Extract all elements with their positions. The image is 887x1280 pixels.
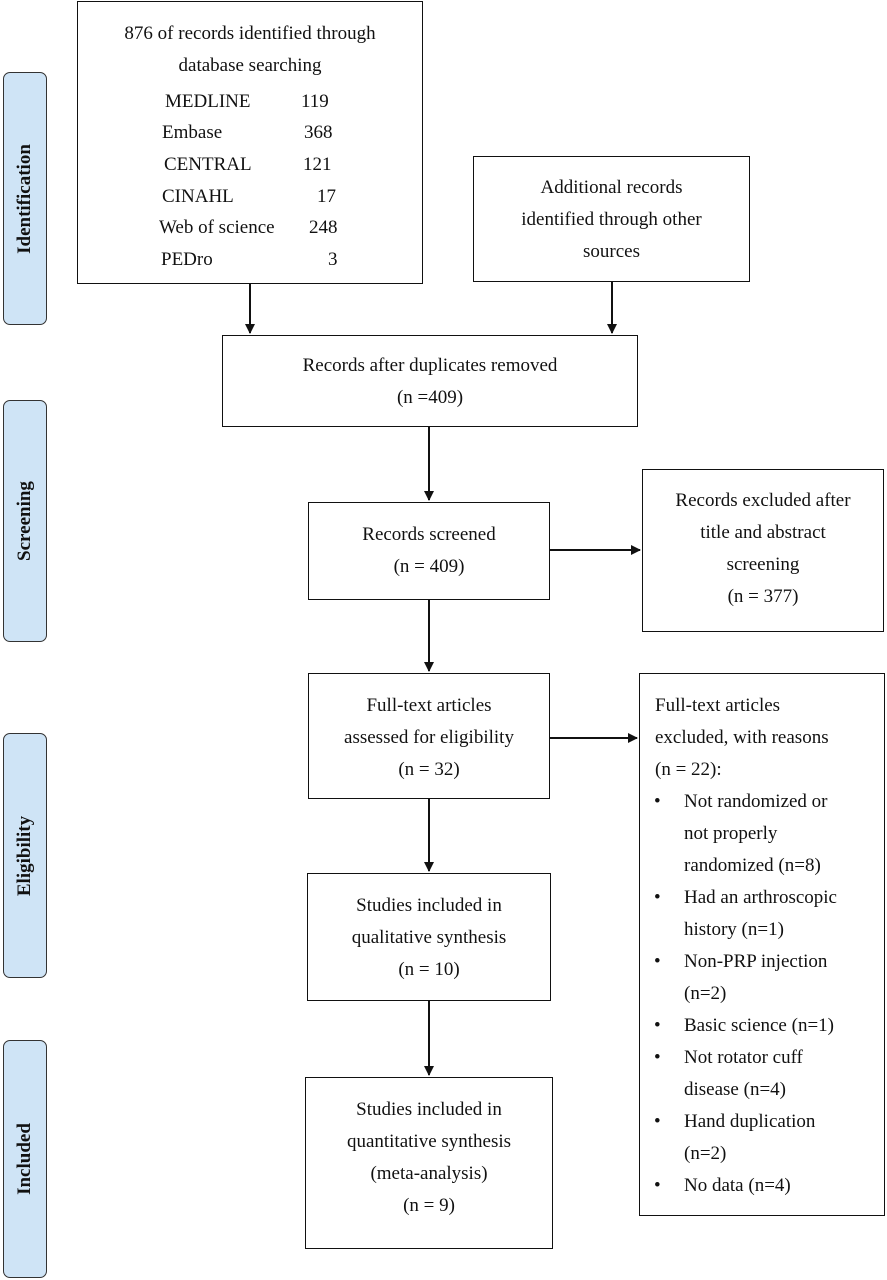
reason-text: not properly bbox=[684, 823, 778, 844]
stage-eligibility-label: Eligibility bbox=[14, 815, 35, 896]
list-item: • Not randomized or not properly randomi… bbox=[640, 786, 884, 882]
source-count: 248 bbox=[309, 217, 338, 238]
exclusion-reasons-list: • Not randomized or not properly randomi… bbox=[640, 786, 884, 1202]
source-count: 121 bbox=[303, 154, 332, 175]
bullet-icon: • bbox=[654, 1111, 661, 1132]
bullet-icon: • bbox=[654, 1015, 661, 1036]
list-item: • Basic science (n=1) bbox=[640, 1010, 884, 1042]
stage-eligibility: Eligibility bbox=[3, 733, 47, 978]
reason-text: disease (n=4) bbox=[684, 1079, 786, 1100]
reason-text: randomized (n=8) bbox=[684, 855, 821, 876]
screened-line1: Records screened bbox=[362, 524, 496, 545]
reason-text: Basic science (n=1) bbox=[684, 1015, 834, 1036]
stage-identification: Identification bbox=[3, 72, 47, 325]
stage-screening-label: Screening bbox=[14, 481, 35, 561]
additional-line1: Additional records bbox=[540, 177, 683, 198]
qualitative-line1: Studies included in bbox=[356, 895, 502, 916]
bullet-icon: • bbox=[654, 791, 661, 812]
excluded-screening-line3: screening bbox=[726, 554, 800, 575]
reason-text: Not randomized or bbox=[684, 791, 828, 812]
source-name: Embase bbox=[162, 122, 223, 143]
list-item: • Not rotator cuff disease (n=4) bbox=[640, 1042, 884, 1106]
duplicates-count: (n =409) bbox=[396, 387, 464, 408]
quantitative-count: (n = 9) bbox=[403, 1195, 455, 1216]
qualitative-synthesis-box: Studies included in qualitative synthesi… bbox=[307, 873, 551, 1001]
identified-line2: database searching bbox=[178, 55, 322, 76]
list-item: • Hand duplication (n=2) bbox=[640, 1106, 884, 1170]
excluded-fulltext-box: Full-text articles excluded, with reason… bbox=[639, 673, 885, 1216]
identified-records-box: 876 of records identified through databa… bbox=[77, 1, 423, 284]
duplicates-line1: Records after duplicates removed bbox=[302, 355, 558, 376]
excluded-screening-count: (n = 377) bbox=[727, 586, 799, 607]
stage-identification-label: Identification bbox=[14, 143, 35, 254]
excluded-fulltext-count: (n = 22): bbox=[655, 759, 722, 780]
qualitative-count: (n = 10) bbox=[398, 959, 460, 980]
excluded-fulltext-line1: Full-text articles bbox=[655, 695, 781, 716]
fulltext-line1: Full-text articles bbox=[366, 695, 492, 716]
bullet-icon: • bbox=[654, 1047, 661, 1068]
source-count: 3 bbox=[328, 249, 338, 270]
reason-text: Hand duplication bbox=[684, 1111, 816, 1132]
additional-line3: sources bbox=[583, 241, 640, 262]
excluded-fulltext-line2: excluded, with reasons bbox=[655, 727, 829, 748]
stage-included-label: Included bbox=[14, 1123, 35, 1195]
duplicates-removed-box: Records after duplicates removed (n =409… bbox=[222, 335, 638, 427]
source-name: Web of science bbox=[159, 217, 275, 238]
screened-count: (n = 409) bbox=[393, 556, 465, 577]
quantitative-line2: quantitative synthesis bbox=[346, 1131, 512, 1152]
quantitative-line3: (meta-analysis) bbox=[370, 1163, 488, 1184]
fulltext-assessed-box: Full-text articles assessed for eligibil… bbox=[308, 673, 550, 799]
stage-screening: Screening bbox=[3, 400, 47, 642]
excluded-screening-line1: Records excluded after bbox=[675, 490, 851, 511]
reason-text: (n=2) bbox=[684, 1143, 727, 1164]
source-name: MEDLINE bbox=[165, 91, 251, 112]
fulltext-count: (n = 32) bbox=[398, 759, 460, 780]
source-name: PEDro bbox=[161, 249, 213, 270]
list-item: • Non-PRP injection (n=2) bbox=[640, 946, 884, 1010]
qualitative-line2: qualitative synthesis bbox=[351, 927, 507, 948]
reason-text: Non-PRP injection bbox=[684, 951, 828, 972]
records-screened-box: Records screened (n = 409) bbox=[308, 502, 550, 600]
bullet-icon: • bbox=[654, 1175, 661, 1196]
source-count: 368 bbox=[304, 122, 333, 143]
reason-text: Had an arthroscopic bbox=[684, 887, 837, 908]
fulltext-line2: assessed for eligibility bbox=[344, 727, 514, 748]
additional-line2: identified through other bbox=[521, 209, 702, 230]
quantitative-line1: Studies included in bbox=[356, 1099, 502, 1120]
excluded-screening-line2: title and abstract bbox=[700, 522, 826, 543]
reason-text: No data (n=4) bbox=[684, 1175, 791, 1196]
reason-text: history (n=1) bbox=[684, 919, 784, 940]
list-item: • No data (n=4) bbox=[640, 1170, 884, 1202]
bullet-icon: • bbox=[654, 951, 661, 972]
source-name: CENTRAL bbox=[164, 154, 252, 175]
reason-text: Not rotator cuff bbox=[684, 1047, 803, 1068]
stage-included: Included bbox=[3, 1040, 47, 1278]
bullet-icon: • bbox=[654, 887, 661, 908]
identified-line1: 876 of records identified through bbox=[124, 23, 376, 44]
source-count: 17 bbox=[317, 186, 336, 207]
excluded-screening-box: Records excluded after title and abstrac… bbox=[642, 469, 884, 632]
source-name: CINAHL bbox=[162, 186, 234, 207]
reason-text: (n=2) bbox=[684, 983, 727, 1004]
quantitative-synthesis-box: Studies included in quantitative synthes… bbox=[305, 1077, 553, 1249]
additional-records-box: Additional records identified through ot… bbox=[473, 156, 750, 282]
list-item: • Had an arthroscopic history (n=1) bbox=[640, 882, 884, 946]
source-count: 119 bbox=[301, 91, 329, 112]
